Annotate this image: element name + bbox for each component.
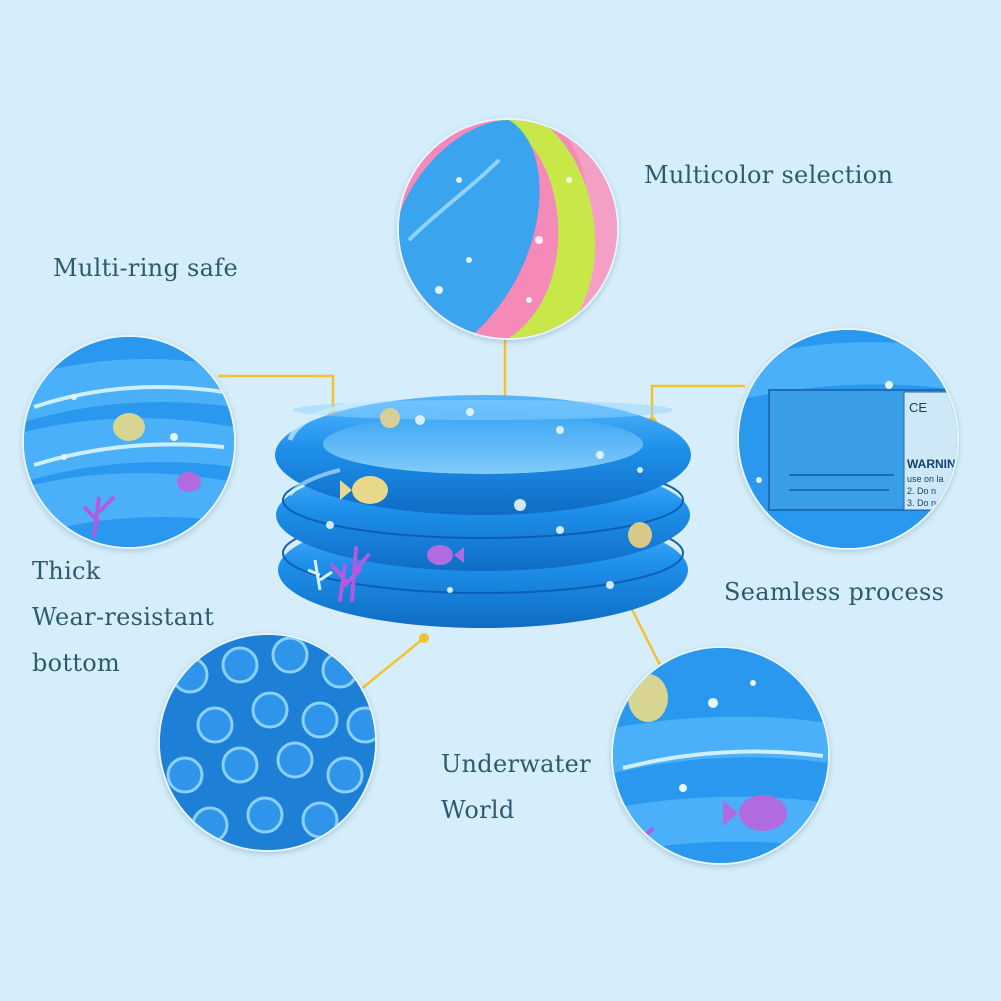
leader-line-underwater bbox=[596, 541, 662, 666]
leader-dot bbox=[647, 417, 657, 427]
warning-text: WARNIN bbox=[907, 457, 956, 471]
leader-dot bbox=[328, 409, 338, 419]
svg-text:3. Do no: 3. Do no bbox=[907, 498, 941, 508]
multiring-detail-image bbox=[22, 335, 236, 549]
thick-bottom-label-line1: Thick bbox=[32, 557, 101, 585]
seamless-detail-image: CE WARNIN use on la 2. Do n 3. Do no bbox=[737, 328, 959, 550]
leader-dot bbox=[592, 537, 602, 547]
seamless-process-label: Seamless process bbox=[724, 578, 945, 606]
thick-bottom-label-line3: bottom bbox=[32, 649, 121, 677]
underwater-detail-image bbox=[611, 646, 830, 865]
bottom-texture-detail-image bbox=[158, 633, 377, 852]
svg-text:2. Do n: 2. Do n bbox=[907, 486, 936, 496]
multicolor-detail-image bbox=[397, 118, 619, 340]
underwater-world-label-line2: World bbox=[441, 796, 515, 824]
leader-line-multicolor bbox=[503, 333, 548, 405]
leader-dot bbox=[419, 633, 429, 643]
leader-dot bbox=[543, 398, 553, 408]
svg-text:use on la: use on la bbox=[907, 474, 944, 484]
leader-line-multiring bbox=[218, 374, 335, 412]
leader-line-bottom bbox=[359, 637, 425, 691]
thick-bottom-label-line2: Wear-resistant bbox=[32, 603, 215, 631]
underwater-world-label-line1: Underwater bbox=[441, 750, 591, 778]
ce-mark: CE bbox=[909, 400, 927, 415]
multiring-safe-label: Multi-ring safe bbox=[53, 254, 238, 282]
leader-line-seamless bbox=[650, 384, 745, 420]
multicolor-selection-label: Multicolor selection bbox=[644, 161, 894, 189]
